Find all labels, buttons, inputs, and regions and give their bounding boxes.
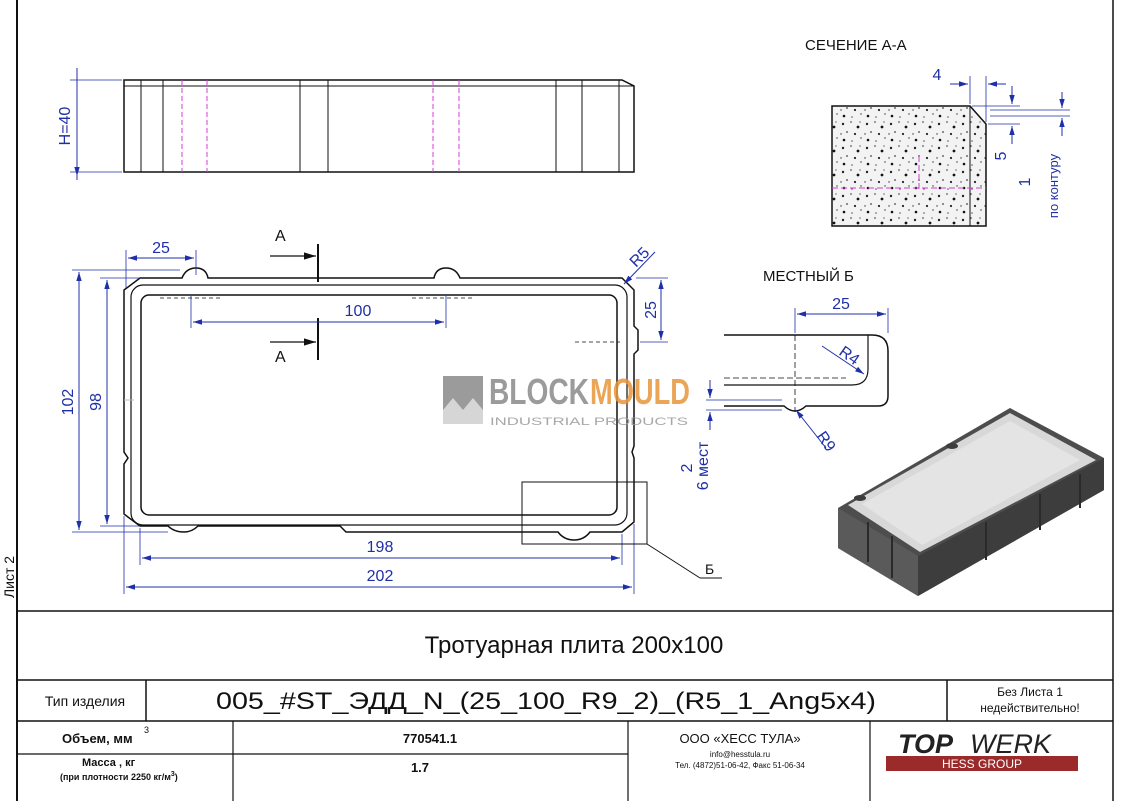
volume-unit-sup: 3 xyxy=(144,725,149,735)
dim-detail-6places-label: 6 мест xyxy=(695,441,712,490)
dim-section-4: 4 xyxy=(933,67,1006,122)
dim-detail-25: 25 xyxy=(794,296,889,333)
dim-detail-r9: R9 xyxy=(795,409,839,456)
dim-25-side: 25 xyxy=(636,277,668,343)
top-view xyxy=(123,267,639,541)
dim-100-label: 100 xyxy=(345,303,372,320)
product-name: Тротуарная плита 200х100 xyxy=(425,632,724,659)
watermark-logo: BLOCK MOULD INDUSTRIAL PRODUCTS xyxy=(443,371,690,428)
dim-102-label: 102 xyxy=(60,389,77,416)
company-phone: Тел. (4872)51-06-42, Факс 51-06-34 xyxy=(675,761,805,770)
mass-label: Масса , кг xyxy=(82,757,136,769)
volume-label: Объем, мм xyxy=(62,731,133,746)
section-marker-label-top: А xyxy=(275,228,286,245)
dim-section-5-label: 5 xyxy=(993,151,1010,160)
dim-section-1-label: 1 xyxy=(1017,177,1034,186)
detail-view xyxy=(724,334,889,412)
detail-marker-label: Б xyxy=(705,561,714,577)
watermark-brand-a: BLOCK xyxy=(489,371,589,412)
watermark-brand-b: MOULD xyxy=(590,371,690,412)
dim-202: 202 xyxy=(123,516,635,594)
logo-werk-text: WERK xyxy=(970,729,1052,759)
dim-section-1: 1 по контуру xyxy=(990,92,1070,218)
dim-height-label: H=40 xyxy=(57,107,74,146)
section-cut-marker-top: А xyxy=(270,228,319,282)
dim-102: 102 xyxy=(60,269,180,533)
topwerk-logo: TOP WERK HESS GROUP xyxy=(886,729,1078,771)
type-code: 005_#ST_ЭДД_N_(25_100_R9_2)_(R5_1_Ang5x4… xyxy=(216,688,876,715)
type-label: Тип изделия xyxy=(45,693,125,709)
dim-98: 98 xyxy=(88,277,140,527)
section-marker-label-bottom: А xyxy=(275,349,286,366)
dim-98-label: 98 xyxy=(88,393,105,411)
volume-value: 770541.1 xyxy=(403,731,457,746)
isometric-view xyxy=(838,408,1104,596)
dim-25-side-label: 25 xyxy=(643,301,660,319)
company-name: ООО «ХЕСС ТУЛА» xyxy=(679,731,800,746)
dim-section-contour-label: по контуру xyxy=(1046,153,1061,218)
dim-detail-2: 2 6 мест xyxy=(679,380,782,490)
mass-value: 1.7 xyxy=(411,760,429,775)
sheet-label: Лист 2 xyxy=(1,556,17,598)
dim-198-label: 198 xyxy=(367,539,394,556)
dim-detail-25-label: 25 xyxy=(832,296,850,313)
company-email: info@hesstula.ru xyxy=(710,750,770,759)
dim-section-5: 5 xyxy=(972,86,1020,160)
section-view xyxy=(831,105,987,227)
dim-r5-label: R5 xyxy=(627,244,654,271)
dim-25-top: 25 xyxy=(125,240,197,288)
dim-detail-r9-label: R9 xyxy=(813,429,839,456)
dim-198: 198 xyxy=(139,528,623,565)
side-view xyxy=(123,79,635,173)
dim-202-label: 202 xyxy=(367,568,394,585)
detail-title: МЕСТНЫЙ Б xyxy=(763,267,854,285)
sheet-note-line1: Без Листа 1 xyxy=(997,685,1063,699)
section-title: СЕЧЕНИЕ А-А xyxy=(805,37,907,54)
logo-top-text: TOP xyxy=(898,729,954,759)
detail-marker: Б xyxy=(521,481,722,579)
watermark-tagline: INDUSTRIAL PRODUCTS xyxy=(490,416,688,428)
logo-group-text: HESS GROUP xyxy=(942,757,1022,771)
mass-density-note: (при плотности 2250 кг/м3) xyxy=(60,771,178,782)
section-cut-marker-bottom: А xyxy=(270,318,319,366)
dim-height: H=40 xyxy=(57,68,122,180)
dim-detail-2-label: 2 xyxy=(679,463,696,472)
dim-25-top-label: 25 xyxy=(152,240,170,257)
sheet-note-line2: недействительно! xyxy=(980,701,1080,715)
dim-100: 100 xyxy=(190,296,447,328)
dim-section-4-label: 4 xyxy=(933,67,942,84)
